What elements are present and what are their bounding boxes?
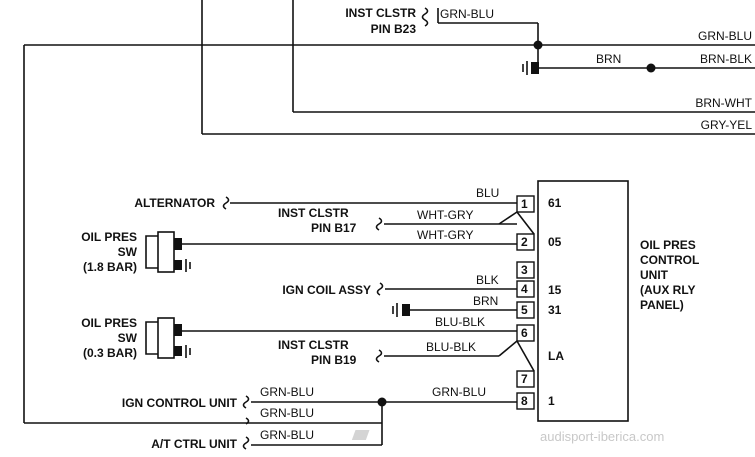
pin-number-7: 7 bbox=[521, 372, 528, 386]
oil-pres-control-unit-box bbox=[537, 180, 629, 422]
ign-control-unit-label: IGN CONTROL UNIT bbox=[122, 396, 238, 410]
connector-squiggle-at-ctrl bbox=[242, 436, 250, 450]
wire-label-grn-blu-right: GRN-BLU bbox=[698, 29, 752, 43]
inst-clstr-b17-label-2: PIN B17 bbox=[311, 221, 357, 235]
internal-switch-1-2 bbox=[516, 211, 535, 235]
oil-pres-sw-18-ground-terminal bbox=[174, 260, 182, 270]
oil-pres-sw-03-ground-terminal bbox=[174, 346, 182, 356]
control-unit-label-2: CONTROL bbox=[640, 253, 699, 267]
terminal-61: 61 bbox=[548, 196, 562, 210]
connector-squiggle-ign-coil bbox=[376, 282, 384, 296]
oil-pres-sw-03-label-2: SW bbox=[118, 331, 138, 345]
oil-pres-sw-18-label-3: (1.8 BAR) bbox=[83, 260, 137, 274]
wire-label-wht-gry-1: WHT-GRY bbox=[417, 208, 473, 222]
pin-number-8: 8 bbox=[521, 394, 528, 408]
pin-number-6: 6 bbox=[521, 326, 528, 340]
oil-pres-sw-03-label-3: (0.3 BAR) bbox=[83, 346, 137, 360]
wire-label-blu-blk-2: BLU-BLK bbox=[426, 340, 476, 354]
watermark-logo-icon bbox=[351, 430, 370, 440]
wire-label-wht-gry-2: WHT-GRY bbox=[417, 228, 473, 242]
wire-label-blu: BLU bbox=[476, 186, 499, 200]
oil-pres-sw-03-terminal bbox=[174, 324, 182, 336]
wire-label-brn-ground: BRN bbox=[473, 294, 498, 308]
control-unit-label-3: UNIT bbox=[640, 268, 669, 282]
oil-pres-sw-18-label-1: OIL PRES bbox=[81, 230, 137, 244]
wire-label-brn-blk: BRN-BLK bbox=[700, 52, 752, 66]
splice-brn bbox=[646, 63, 656, 73]
pin-number-3: 3 bbox=[521, 263, 528, 277]
pin-number-2: 2 bbox=[521, 235, 528, 249]
wire-label-gry-yel: GRY-YEL bbox=[701, 118, 753, 132]
pin-number-5: 5 bbox=[521, 303, 528, 317]
wire-wht-gry-b17-to-pin1 bbox=[498, 211, 518, 225]
terminal-05: 05 bbox=[548, 235, 562, 249]
pin-number-1: 1 bbox=[521, 197, 528, 211]
connector-squiggle-b23 bbox=[421, 7, 429, 27]
alternator-label: ALTERNATOR bbox=[134, 196, 215, 210]
oil-pres-sw-18-housing bbox=[157, 231, 175, 273]
control-unit-label-5: PANEL) bbox=[640, 298, 684, 312]
wire-label-brn: BRN bbox=[596, 52, 621, 66]
wire-blu-blk-b19-to-pin6 bbox=[498, 340, 518, 357]
oil-pres-sw-18-body bbox=[145, 235, 158, 269]
wire-label-grn-blu-ign-lower: GRN-BLU bbox=[260, 406, 314, 420]
inst-clstr-b23-label-2: PIN B23 bbox=[371, 22, 417, 36]
oil-pres-sw-03-label-1: OIL PRES bbox=[81, 316, 137, 330]
ground-connector-pin5 bbox=[402, 304, 410, 316]
pin-box-6 bbox=[516, 324, 535, 342]
inst-clstr-b23-label-1: INST CLSTR bbox=[345, 6, 416, 20]
pin-box-8 bbox=[516, 392, 535, 410]
wire-label-blu-blk-1: BLU-BLK bbox=[435, 315, 485, 329]
control-unit-label-1: OIL PRES bbox=[640, 238, 696, 252]
inst-clstr-b17-label-1: INST CLSTR bbox=[278, 206, 349, 220]
ign-coil-assy-label: IGN COIL ASSY bbox=[282, 283, 371, 297]
terminal-1: 1 bbox=[548, 394, 555, 408]
wire-label-grn-blu-pin8: GRN-BLU bbox=[432, 385, 486, 399]
terminal-la: LA bbox=[548, 349, 564, 363]
pin-box-7 bbox=[516, 370, 535, 388]
wire-label-grn-blu-at: GRN-BLU bbox=[260, 428, 314, 442]
wire-label-blk: BLK bbox=[476, 273, 499, 287]
connector-squiggle-b17 bbox=[375, 217, 383, 231]
oil-pres-sw-18-terminal bbox=[174, 238, 182, 250]
inst-clstr-b19-label-1: INST CLSTR bbox=[278, 338, 349, 352]
ground-connector-top bbox=[531, 62, 539, 74]
wire-label-grn-blu-left: GRN-BLU bbox=[440, 7, 494, 21]
connector-squiggle-b19 bbox=[375, 349, 383, 363]
pin-box-1 bbox=[516, 195, 535, 213]
pin-number-4: 4 bbox=[521, 282, 528, 296]
terminal-15: 15 bbox=[548, 283, 562, 297]
wire-label-grn-blu-ign: GRN-BLU bbox=[260, 385, 314, 399]
internal-switch-6-7 bbox=[516, 340, 535, 372]
pin-box-2 bbox=[516, 233, 535, 251]
oil-pres-sw-03-housing bbox=[157, 317, 175, 359]
terminal-31: 31 bbox=[548, 303, 562, 317]
pin-box-3 bbox=[516, 261, 535, 279]
oil-pres-sw-18-label-2: SW bbox=[118, 245, 138, 259]
control-unit-label-4: (AUX RLY bbox=[640, 283, 696, 297]
wire-label-brn-wht: BRN-WHT bbox=[695, 96, 752, 110]
connector-squiggle-ign-control bbox=[242, 395, 250, 409]
inst-clstr-b19-label-2: PIN B19 bbox=[311, 353, 357, 367]
splice-ign bbox=[377, 397, 387, 407]
oil-pres-sw-03-body bbox=[145, 321, 158, 355]
connector-squiggle-alternator bbox=[222, 196, 230, 210]
at-ctrl-unit-label: A/T CTRL UNIT bbox=[151, 437, 237, 451]
watermark-text: audisport-iberica.com bbox=[540, 429, 664, 444]
